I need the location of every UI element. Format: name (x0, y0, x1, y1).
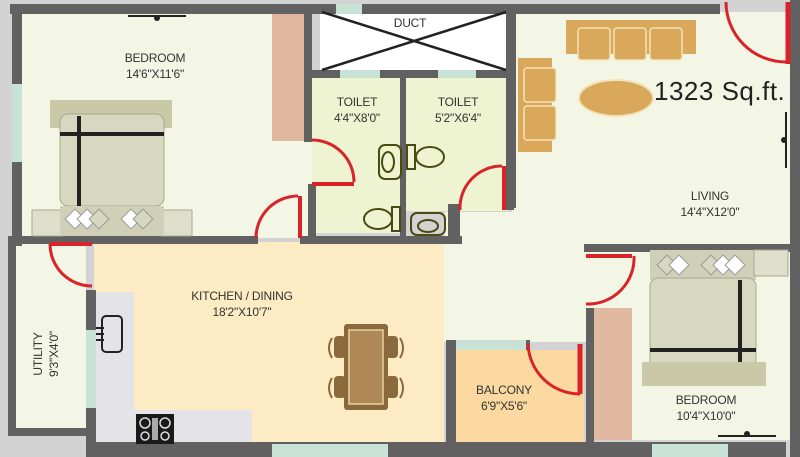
wardrobe-bedroom-2 (594, 308, 632, 440)
total-area-label: 1323 Sq.ft. (654, 76, 786, 106)
wall-toilets-divider (400, 76, 406, 240)
toilet-1-label: TOILET 4'4"X8'0" (322, 94, 392, 126)
wall-right-outer (790, 0, 800, 457)
wall-bedroom1-bottom-b (300, 236, 462, 244)
tv-unit-icon (781, 112, 787, 168)
kitchen-counter-bottom (96, 410, 252, 442)
bed-bedroom1-icon (31, 100, 193, 237)
wall-utility-bottom (8, 428, 94, 436)
wall-bedroom2-left (586, 308, 594, 457)
wall-bottom-kitchen (86, 442, 786, 457)
window-kitchen-bottom (272, 444, 388, 457)
balcony-size: 6'9"X5'6" (480, 399, 527, 413)
toilet-1-floor (312, 78, 402, 233)
kitchen-name: KITCHEN / DINING (191, 289, 293, 303)
stove-icon (136, 414, 174, 444)
toilet-2-label: TOILET 5'2"X6'4" (418, 94, 498, 126)
kitchen-size: 18'2"X10'7" (212, 305, 272, 319)
door-utility-icon (48, 242, 93, 288)
bedroom-2-label: BEDROOM 10'4"X10'0" (656, 392, 756, 424)
washbasin-toilet1-icon (378, 144, 402, 180)
sink-icon (96, 315, 123, 353)
toilet-1-size: 4'4"X8'0" (333, 111, 380, 125)
toilet-commode-1-icon (363, 206, 401, 232)
toilet-1-name: TOILET (336, 95, 378, 109)
bedroom-2-name: BEDROOM (675, 393, 737, 407)
balcony-floor (456, 350, 584, 448)
door-entrance-icon (724, 1, 791, 64)
bed-bedroom2-icon (642, 249, 789, 386)
living-label: LIVING 14'4"X12'0" (660, 188, 760, 220)
living-size: 14'4"X12'0" (680, 205, 740, 219)
wall-bedroom1-bottom (12, 236, 258, 244)
utility-floor (16, 242, 86, 428)
wardrobe-bedroom-1 (272, 14, 310, 141)
bedroom-1-size: 14'6"X11'6" (125, 67, 185, 81)
wall-bedroom1-right (304, 4, 312, 142)
living-name: LIVING (690, 189, 730, 203)
toilet-2-size: 5'2"X6'4" (434, 111, 481, 125)
wall-top-right (512, 4, 720, 14)
sofa-three-seater-icon (566, 20, 696, 61)
window-duct (336, 4, 362, 14)
utility-name: UTILITY (31, 332, 45, 376)
utility-label: UTILITY 9'3"X4'0" (30, 314, 62, 394)
toilet-commode-2-icon (406, 144, 445, 170)
wall-toilet2-bottom (448, 204, 460, 240)
window-bedroom1-left (12, 84, 22, 162)
toilet-2-name: TOILET (437, 95, 479, 109)
hall-floor (444, 212, 592, 342)
door-toilet1-icon (311, 138, 356, 186)
wall-top-left (10, 4, 315, 14)
ac-unit-icon (128, 15, 186, 21)
window-balcony (456, 340, 526, 350)
utility-size: 9'3"X4'0" (47, 331, 61, 378)
bedroom-2-size: 10'4"X10'0" (676, 409, 736, 423)
window-kitchen (86, 330, 96, 408)
bedroom-1-name: BEDROOM (124, 51, 186, 65)
wall-balcony-left (446, 340, 456, 450)
kitchen-label: KITCHEN / DINING 18'2"X10'7" (172, 288, 312, 320)
duct-cross-icon (321, 10, 507, 72)
wall-toilet1-left (308, 184, 316, 240)
window-toilet2 (438, 70, 476, 78)
door-bedroom2-icon (585, 254, 636, 306)
washbasin-toilet2-icon (410, 212, 446, 236)
window-toilet1 (340, 70, 380, 78)
window-bedroom2-bottom (652, 444, 728, 457)
wall-top-mid (312, 4, 512, 14)
door-balcony-icon (526, 343, 583, 396)
coffee-table-icon (578, 79, 654, 117)
wall-toilet2-right (506, 4, 514, 210)
bedroom-1-label: BEDROOM 14'6"X11'6" (100, 50, 210, 82)
dining-table-icon (328, 324, 404, 410)
sofa-two-seater-icon (518, 58, 557, 152)
wall-duct-bottom (312, 70, 512, 78)
wall-living-left (512, 12, 516, 208)
wall-bedroom2-top (584, 244, 790, 252)
toilet-2-floor (406, 78, 508, 211)
balcony-label: BALCONY 6'9"X5'6" (464, 382, 544, 414)
wall-utility-left (8, 236, 16, 436)
door-bedroom1-icon (254, 194, 302, 239)
balcony-name: BALCONY (476, 383, 532, 397)
ac-unit-2-icon (718, 431, 776, 437)
door-toilet2-icon (458, 164, 506, 211)
duct-label: DUCT (393, 16, 427, 30)
